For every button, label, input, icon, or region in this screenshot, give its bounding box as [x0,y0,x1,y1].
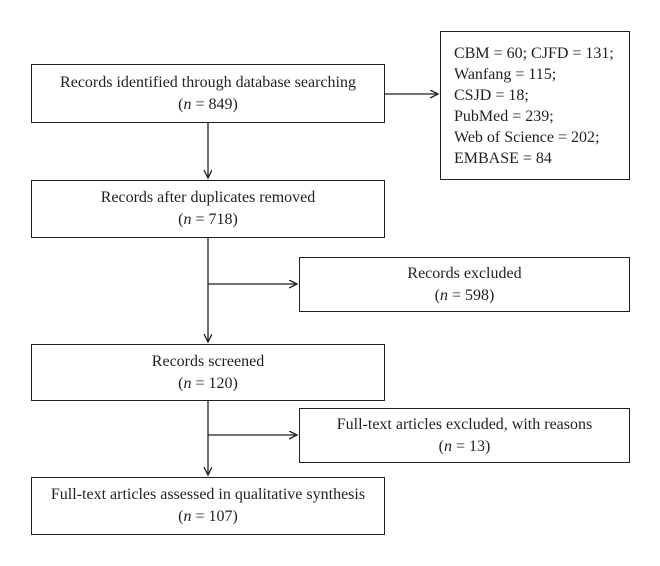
source-item: CSJD = 18; [454,86,529,104]
source-item: Wanfang = 115; [454,65,557,83]
n-symbol: n [443,437,452,455]
records-identified-label: Records identified through database sear… [60,73,356,91]
source-item: CBM = 60; CJFD = 131; [454,44,614,62]
fulltext-excluded-count: (n = 13) [438,437,491,455]
source-item: PubMed = 239; [454,107,554,125]
records-excluded-label: Records excluded [407,264,522,282]
box-records-excluded: Records excluded (n = 598) [299,257,630,312]
source-item: Web of Science = 202; [454,128,600,146]
records-identified-count: (n = 849) [178,95,238,113]
records-excluded-count: (n = 598) [434,286,495,304]
box-fulltext-excluded: Full-text articles excluded, with reason… [299,408,630,463]
source-item: EMBASE = 84 [454,149,552,167]
box-records-screened: Records screened (n = 120) [31,344,385,401]
n-symbol: n [439,286,448,304]
n-symbol: n [183,95,192,113]
after-duplicates-label: Records after duplicates removed [100,189,316,206]
fulltext-excluded-label: Full-text articles excluded, with reason… [336,415,593,433]
records-screened-count: (n = 120) [178,374,238,392]
box-database-sources: CBM = 60; CJFD = 131; Wanfang = 115; CSJ… [440,31,630,180]
n-symbol: n [183,374,192,392]
n-symbol: n [183,508,192,525]
n-symbol: n [183,211,192,228]
box-fulltext-assessed: Full-text articles assessed in qualitati… [31,477,385,535]
fulltext-assessed-count: (n = 107) [178,508,238,525]
box-after-duplicates: Records after duplicates removed (n = 71… [31,180,385,238]
records-screened-label: Records screened [151,352,265,370]
fulltext-assessed-label: Full-text articles assessed in qualitati… [50,486,366,503]
box-records-identified: Records identified through database sear… [31,64,385,123]
after-duplicates-count: (n = 718) [178,211,238,228]
